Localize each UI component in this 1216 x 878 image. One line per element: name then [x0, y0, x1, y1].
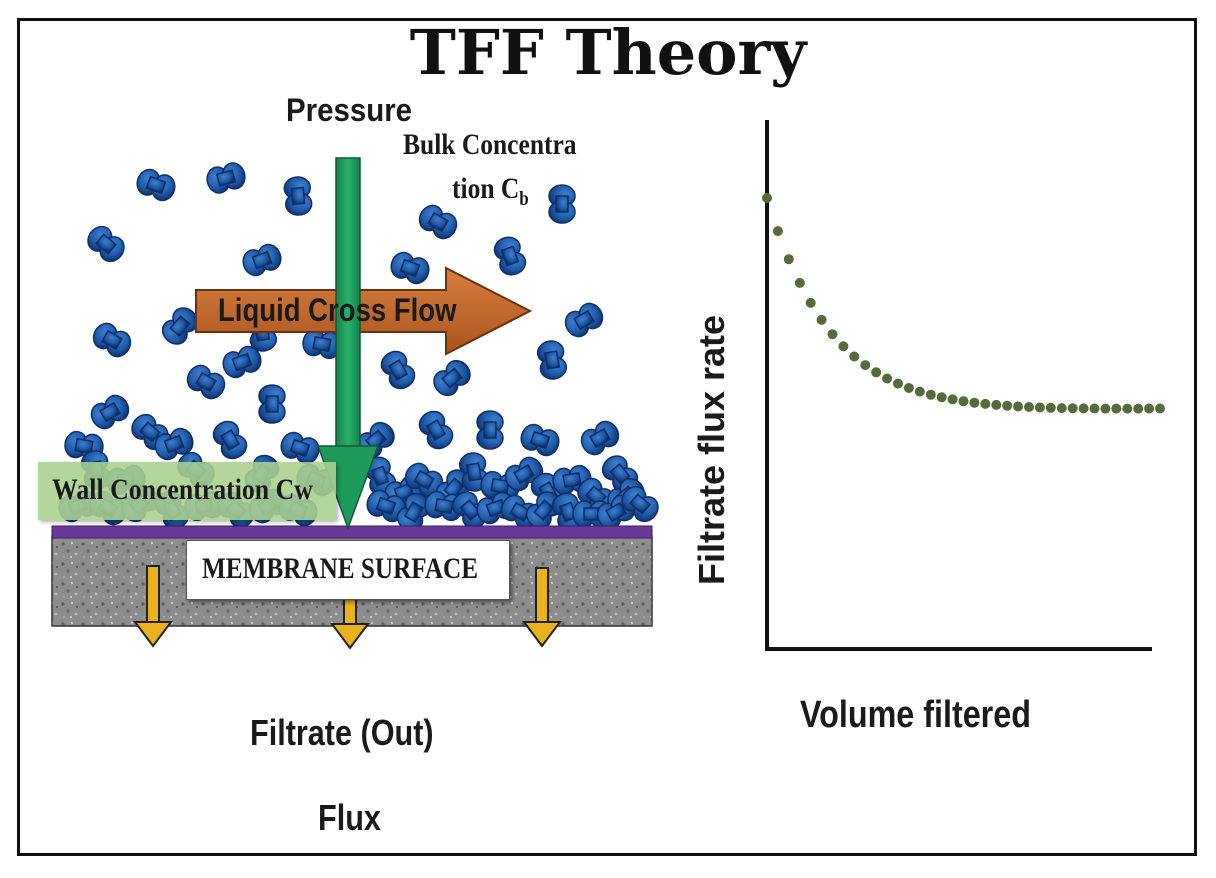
bulk-concentration-text: tion C: [452, 172, 520, 205]
flux-label: Flux: [318, 797, 381, 838]
bulk-concentration-label-line1: Bulk Concentra: [403, 128, 577, 161]
flux-curve-dot: [980, 398, 991, 409]
flux-curve-dot: [772, 226, 783, 237]
filtrate-out-label: Filtrate (Out): [250, 712, 434, 753]
wall-concentration-box: [38, 462, 336, 520]
flux-curve-dot: [1034, 402, 1045, 413]
protein-particle: [433, 359, 471, 397]
flux-curve-dot: [1133, 403, 1144, 414]
flux-curve-dot: [882, 373, 893, 384]
flux-curve-dot: [783, 254, 794, 265]
flux-curve-dot: [816, 314, 827, 325]
wall-concentration-label: Wall Concentration Cw: [52, 473, 313, 506]
protein-particle: [154, 427, 194, 461]
protein-particle: [242, 243, 282, 277]
protein-particle: [280, 431, 320, 465]
protein-particle: [283, 176, 313, 216]
protein-particle: [131, 413, 169, 451]
flux-curve-dot: [1144, 403, 1155, 414]
flux-curve-dot: [914, 386, 925, 397]
bulk-concentration-subscript: b: [519, 188, 529, 210]
y-axis-label: Filtrate flux rate: [691, 314, 732, 586]
protein-particle: [206, 162, 246, 194]
flux-curve-dot: [860, 360, 871, 371]
flux-curve-dot: [936, 392, 947, 403]
protein-particle: [161, 307, 199, 345]
flux-chart: [762, 120, 1165, 651]
flux-curve-dot: [969, 397, 980, 408]
flux-curve-dot: [805, 297, 816, 308]
flux-curve-dot: [1100, 403, 1111, 414]
flux-curve-dot: [893, 378, 903, 389]
protein-particle: [136, 168, 176, 202]
protein-particle: [493, 236, 527, 276]
protein-particle: [390, 251, 430, 285]
protein-particle: [536, 340, 568, 380]
flux-curve-dot: [991, 399, 1002, 410]
protein-particle: [580, 420, 620, 456]
protein-particle: [520, 423, 560, 457]
protein-particles: [58, 162, 659, 532]
protein-particle: [621, 485, 659, 523]
protein-particle: [90, 394, 130, 430]
bulk-concentration-label-line2: tion Cb: [452, 172, 529, 211]
protein-particle: [212, 420, 248, 460]
filtrate-arrow-left: [133, 565, 173, 648]
flux-curve-dot: [1013, 401, 1024, 412]
flux-curve-dot: [1122, 403, 1133, 414]
flux-curve-dot: [871, 367, 882, 378]
filtrate-arrow-right: [522, 567, 562, 648]
flux-decay-curve: [762, 193, 1165, 414]
flux-curve-dot: [1078, 403, 1089, 414]
cross-flow-label: Liquid Cross Flow: [218, 292, 457, 328]
flux-curve-dot: [1024, 402, 1034, 412]
membrane-surface-box: [186, 540, 510, 600]
protein-particle: [396, 492, 432, 532]
protein-particle: [476, 410, 504, 450]
cross-flow-arrow: [195, 266, 533, 356]
protein-particle: [418, 410, 454, 450]
protein-particle: [552, 464, 592, 496]
protein-particle: [418, 204, 458, 240]
flux-curve-dot: [849, 351, 860, 362]
flux-curve-dot: [1056, 403, 1067, 414]
flux-curve-dot: [1067, 403, 1078, 414]
protein-particle: [258, 384, 286, 424]
flux-curve-dot: [1155, 403, 1165, 414]
protein-particle: [548, 184, 576, 224]
flux-curve-dot: [1089, 403, 1100, 414]
flux-curve-dot: [762, 193, 772, 203]
flux-curve-dot: [903, 383, 914, 393]
x-axis-label: Volume filtered: [800, 694, 1031, 736]
flux-curve-dot: [1045, 402, 1056, 413]
pressure-label: Pressure: [286, 92, 413, 128]
flux-curve-dot: [947, 394, 958, 405]
page-title: TFF Theory: [409, 16, 807, 89]
protein-particle: [564, 302, 604, 338]
flux-curve-dot: [827, 329, 838, 340]
flux-curve-dot: [925, 389, 936, 400]
protein-particle: [186, 364, 226, 400]
protein-particle: [380, 350, 416, 390]
flux-curve-dot: [1002, 400, 1013, 411]
flux-curve-dot: [1111, 403, 1122, 414]
membrane-top-layer: [51, 525, 653, 539]
protein-particle: [92, 322, 132, 358]
protein-particle: [222, 345, 262, 379]
flux-curve-dot: [794, 277, 805, 288]
flux-curve-dot: [958, 396, 969, 407]
protein-particle: [87, 225, 125, 263]
flux-curve-dot: [838, 341, 849, 352]
membrane-surface-label: MEMBRANE SURFACE: [202, 552, 479, 585]
